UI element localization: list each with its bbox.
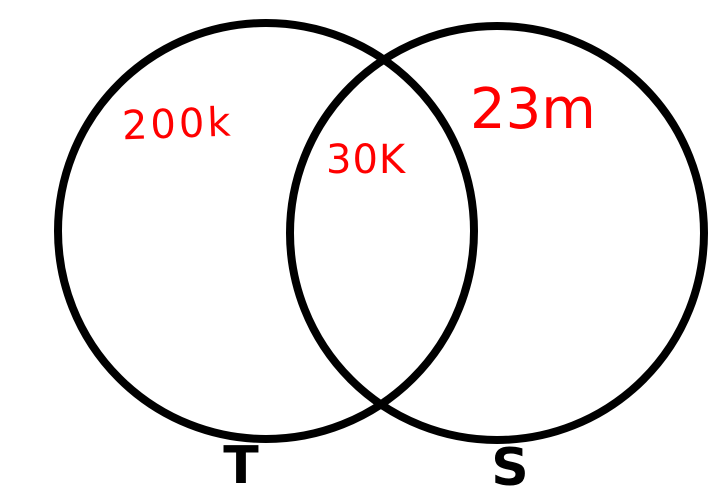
s-only-value: 23m xyxy=(470,77,596,142)
set-s-label: S xyxy=(491,438,528,495)
set-t-circle xyxy=(54,19,478,443)
set-s-circle xyxy=(286,22,708,444)
t-only-value: 200k xyxy=(121,99,234,149)
overlap-value: 30K xyxy=(326,137,407,183)
set-t-label: T xyxy=(223,436,259,495)
